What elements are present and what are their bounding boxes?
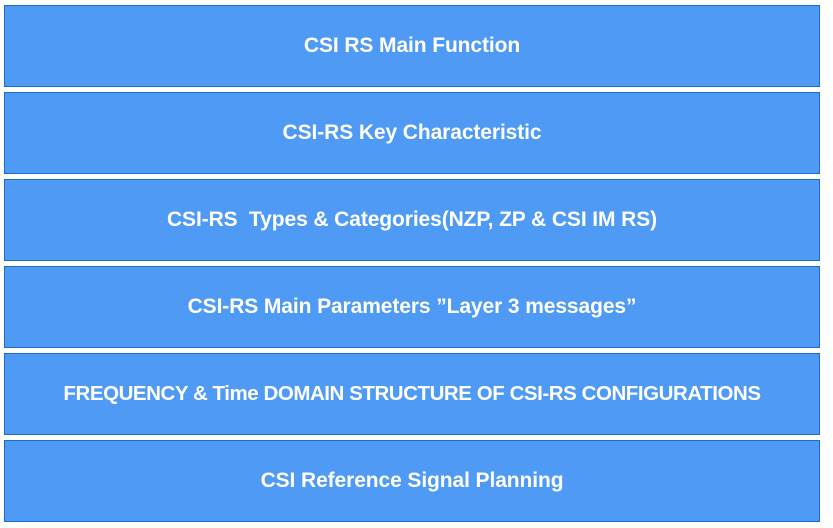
agenda-item-label: CSI-RS Main Parameters ”Layer 3 messages… [187,294,637,318]
agenda-item-csi-rs-main-parameters[interactable]: CSI-RS Main Parameters ”Layer 3 messages… [4,266,820,348]
agenda-item-csi-rs-key-characteristic[interactable]: CSI-RS Key Characteristic [4,92,820,174]
agenda-item-label: CSI-RS Types & Categories(NZP, ZP & CSI … [166,207,658,231]
agenda-item-csi-reference-signal-planning[interactable]: CSI Reference Signal Planning [4,440,820,522]
agenda-item-label: FREQUENCY & Time DOMAIN STRUCTURE OF CSI… [63,382,761,406]
agenda-item-label: CSI RS Main Function [303,33,521,57]
agenda-item-label: CSI-RS Key Characteristic [282,120,542,144]
agenda-item-csi-rs-types-and-categories[interactable]: CSI-RS Types & Categories(NZP, ZP & CSI … [4,179,820,261]
agenda-item-csi-rs-main-function[interactable]: CSI RS Main Function [4,5,820,87]
agenda-item-label: CSI Reference Signal Planning [260,468,564,492]
agenda-item-frequency-and-time-domain-structure[interactable]: FREQUENCY & Time DOMAIN STRUCTURE OF CSI… [4,353,820,435]
